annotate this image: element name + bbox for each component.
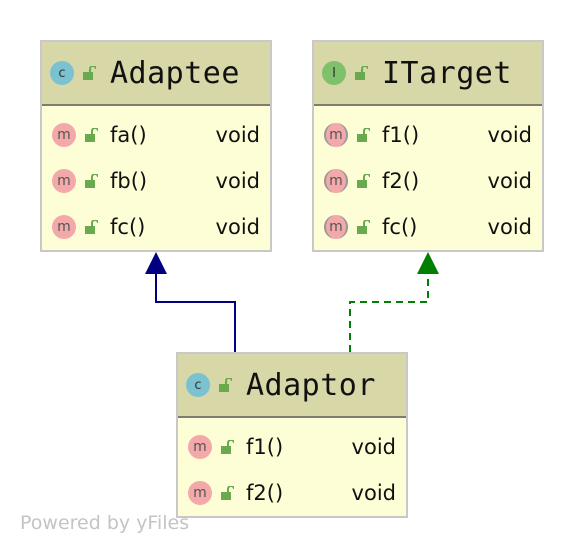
class-kind-icon: c <box>50 61 74 85</box>
open-lock-icon <box>357 128 370 142</box>
member-type: void <box>487 169 532 193</box>
member-name: f1() <box>246 435 284 459</box>
realization-arrowhead <box>417 252 439 274</box>
open-lock-icon <box>83 66 96 80</box>
class-header: I ITarget <box>314 42 542 106</box>
open-lock-icon <box>357 220 370 234</box>
yfiles-watermark: Powered by yFiles <box>20 512 190 534</box>
open-lock-icon <box>85 220 98 234</box>
member-row[interactable]: m f1() void <box>178 424 406 470</box>
abstract-method-icon: m <box>324 123 348 147</box>
class-header: c Adaptee <box>42 42 270 106</box>
member-row[interactable]: m fc() void <box>42 204 270 250</box>
realization-edge <box>349 272 429 352</box>
open-lock-icon <box>85 174 98 188</box>
abstract-method-icon: m <box>324 169 348 193</box>
class-title: ITarget <box>382 55 512 91</box>
member-type: void <box>215 123 260 147</box>
member-name: f1() <box>382 123 420 147</box>
open-lock-icon <box>357 174 370 188</box>
class-header: c Adaptor <box>178 354 406 418</box>
method-icon: m <box>52 169 76 193</box>
class-members: m f1() void m f2() void m fc() void <box>314 106 542 250</box>
method-icon: m <box>52 123 76 147</box>
class-node-itarget[interactable]: I ITarget m f1() void m f2() void m <box>312 40 544 252</box>
member-type: void <box>351 481 396 505</box>
class-title: Adaptee <box>110 55 240 91</box>
open-lock-icon <box>221 486 234 500</box>
interface-kind-icon: I <box>322 61 346 85</box>
member-name: fb() <box>110 169 148 193</box>
inheritance-arrowhead <box>145 252 167 274</box>
member-row[interactable]: m f2() void <box>314 158 542 204</box>
member-row[interactable]: m fc() void <box>314 204 542 250</box>
class-title: Adaptor <box>246 367 376 403</box>
class-members: m f1() void m f2() void <box>178 418 406 516</box>
method-icon: m <box>188 481 212 505</box>
member-type: void <box>215 215 260 239</box>
member-type: void <box>487 215 532 239</box>
member-name: f2() <box>246 481 284 505</box>
member-row[interactable]: m fa() void <box>42 112 270 158</box>
abstract-method-icon: m <box>324 215 348 239</box>
member-type: void <box>487 123 532 147</box>
method-icon: m <box>52 215 76 239</box>
member-name: f2() <box>382 169 420 193</box>
method-icon: m <box>188 435 212 459</box>
member-row[interactable]: m f1() void <box>314 112 542 158</box>
member-row[interactable]: m f2() void <box>178 470 406 516</box>
member-type: void <box>215 169 260 193</box>
class-node-adaptee[interactable]: c Adaptee m fa() void m fb() void m <box>40 40 272 252</box>
class-kind-icon: c <box>186 373 210 397</box>
open-lock-icon <box>219 378 232 392</box>
member-row[interactable]: m fb() void <box>42 158 270 204</box>
member-name: fc() <box>110 215 146 239</box>
open-lock-icon <box>85 128 98 142</box>
open-lock-icon <box>221 440 234 454</box>
inheritance-edge <box>155 272 236 352</box>
member-type: void <box>351 435 396 459</box>
class-node-adaptor[interactable]: c Adaptor m f1() void m f2() void <box>176 352 408 518</box>
open-lock-icon <box>355 66 368 80</box>
class-members: m fa() void m fb() void m fc() void <box>42 106 270 250</box>
member-name: fa() <box>110 123 147 147</box>
member-name: fc() <box>382 215 418 239</box>
